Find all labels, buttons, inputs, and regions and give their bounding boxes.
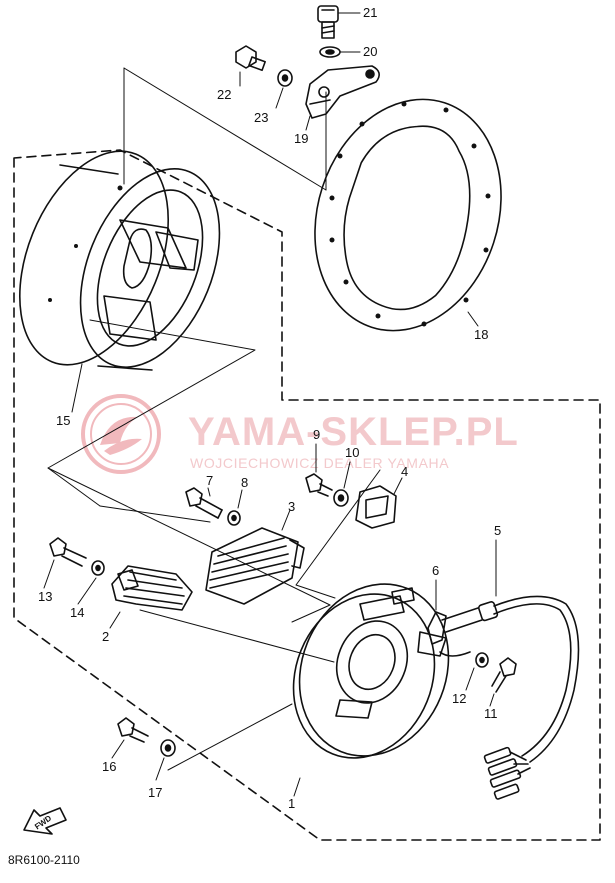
callout-8: 8 bbox=[241, 475, 249, 490]
bracket-19 bbox=[305, 65, 380, 131]
washer-23 bbox=[275, 69, 293, 109]
diagram-code: 8R6100-2110 bbox=[8, 853, 80, 867]
bolt-13 bbox=[43, 537, 87, 589]
callout-15: 15 bbox=[56, 413, 71, 428]
washer-20 bbox=[319, 46, 361, 58]
callout-1: 1 bbox=[288, 796, 296, 811]
bolt-11 bbox=[489, 657, 517, 707]
rotor-15 bbox=[19, 150, 221, 413]
callout-3: 3 bbox=[288, 499, 296, 514]
lead-clamp-6 bbox=[427, 579, 447, 645]
callout-23: 23 bbox=[254, 110, 269, 125]
callout-21: 21 bbox=[363, 5, 378, 20]
callout-2: 2 bbox=[102, 629, 110, 644]
washer-10 bbox=[333, 461, 351, 507]
wire-harness-5 bbox=[439, 539, 580, 800]
watermark-subtitle: WOJCIECHOWICZ DEALER YAMAHA bbox=[190, 455, 450, 471]
callout-10: 10 bbox=[345, 445, 360, 460]
callout-18: 18 bbox=[474, 327, 489, 342]
washer-14 bbox=[77, 560, 105, 605]
washer-8 bbox=[227, 489, 243, 526]
wire-connectors bbox=[483, 746, 531, 800]
bolt-22 bbox=[235, 45, 266, 87]
bolt-9 bbox=[305, 443, 333, 497]
watermark-logo-icon bbox=[81, 394, 161, 474]
callout-7: 7 bbox=[206, 473, 214, 488]
callout-20: 20 bbox=[363, 44, 378, 59]
alignment-lines bbox=[47, 67, 381, 771]
gasket-ring-18 bbox=[314, 98, 502, 332]
callout-19: 19 bbox=[294, 131, 309, 146]
watermark-title: YAMA-SKLEP.PL bbox=[188, 410, 519, 454]
callout-13: 13 bbox=[38, 589, 53, 604]
callout-17: 17 bbox=[148, 785, 163, 800]
washer-12 bbox=[465, 652, 489, 691]
washer-17 bbox=[155, 739, 176, 781]
callout-22: 22 bbox=[217, 87, 232, 102]
base-plate-1 bbox=[292, 583, 450, 797]
stator-coil-3 bbox=[205, 509, 305, 605]
callout-9: 9 bbox=[313, 427, 321, 442]
bolt-16 bbox=[111, 717, 149, 759]
callout-5: 5 bbox=[494, 523, 502, 538]
assembly-boundary bbox=[13, 149, 601, 841]
pickup-coil-4 bbox=[355, 477, 403, 529]
charge-coil-2 bbox=[109, 565, 193, 629]
callout-12: 12 bbox=[452, 691, 467, 706]
callout-14: 14 bbox=[70, 605, 85, 620]
callout-11: 11 bbox=[484, 706, 498, 721]
callout-4: 4 bbox=[401, 464, 409, 479]
forward-arrow-icon bbox=[23, 807, 67, 835]
bolt-21 bbox=[317, 5, 361, 39]
callout-16: 16 bbox=[102, 759, 117, 774]
ring-holes bbox=[329, 101, 491, 327]
callout-6: 6 bbox=[432, 563, 440, 578]
bolt-7 bbox=[185, 487, 223, 519]
